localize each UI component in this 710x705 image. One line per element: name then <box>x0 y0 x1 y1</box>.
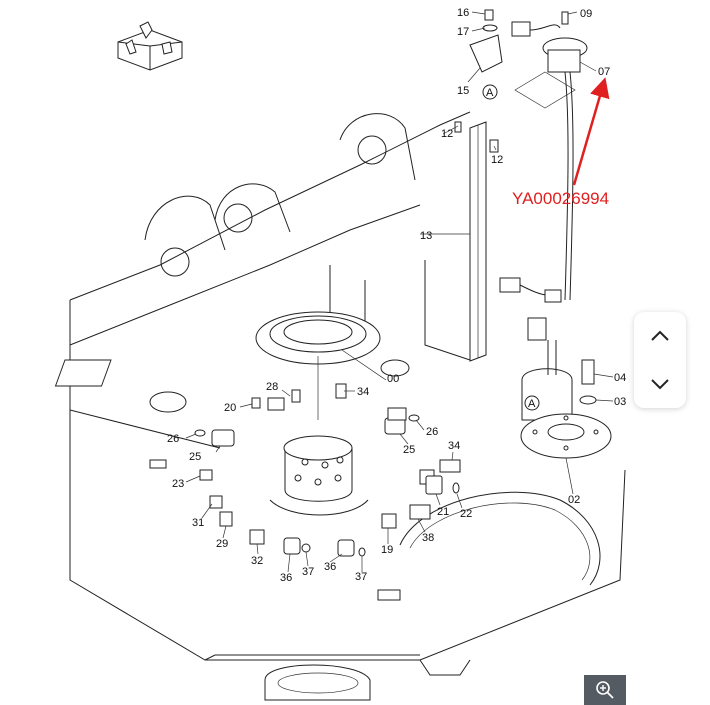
sensor-assembly <box>469 9 588 341</box>
label-07: 07 <box>598 66 610 78</box>
label-23: 23 <box>172 478 184 490</box>
marker-circle-a-top <box>482 84 498 100</box>
label-19: 19 <box>381 544 393 556</box>
label-16: 16 <box>457 7 469 19</box>
zoom-button[interactable] <box>584 675 626 705</box>
chevron-up-icon <box>651 330 669 341</box>
part-number-annotation: YA00026994 <box>512 189 609 208</box>
previous-button[interactable] <box>642 318 678 354</box>
label-34-right: 34 <box>448 440 460 452</box>
chevron-down-icon <box>651 379 669 390</box>
label-28: 28 <box>266 381 278 393</box>
label-17: 17 <box>457 26 469 38</box>
label-02: 02 <box>568 494 580 506</box>
label-00: 00 <box>387 373 399 385</box>
label-a-top: A <box>486 87 494 99</box>
label-34-top: 34 <box>357 386 369 398</box>
label-37-right: 37 <box>355 571 367 583</box>
label-22: 22 <box>460 508 472 520</box>
label-09: 09 <box>580 8 592 20</box>
label-36-right: 36 <box>324 561 336 573</box>
label-04: 04 <box>614 372 626 384</box>
annotation-arrow <box>572 77 610 186</box>
swivel-joint <box>255 311 381 516</box>
orientation-cube-icon <box>117 21 183 71</box>
label-15: 15 <box>457 85 469 97</box>
hydraulic-fittings <box>194 383 461 557</box>
label-29: 29 <box>216 538 228 550</box>
label-31: 31 <box>192 517 204 529</box>
zoom-in-icon <box>596 681 614 699</box>
label-a-bottom: A <box>528 398 536 410</box>
label-20: 20 <box>224 402 236 414</box>
marker-circle-a-bottom <box>524 395 540 411</box>
label-37-left: 37 <box>302 566 314 578</box>
label-12-left: 12 <box>441 128 453 140</box>
next-button[interactable] <box>642 366 678 402</box>
label-36-left: 36 <box>280 572 292 584</box>
label-32: 32 <box>251 555 263 567</box>
label-25-right: 25 <box>403 444 415 456</box>
label-03: 03 <box>614 396 626 408</box>
label-21: 21 <box>437 506 449 518</box>
image-nav-panel <box>634 312 686 408</box>
label-12-right: 12 <box>491 154 503 166</box>
label-13: 13 <box>420 230 432 242</box>
label-26-left: 26 <box>167 433 179 445</box>
label-25-left: 25 <box>189 451 201 463</box>
label-38: 38 <box>422 532 434 544</box>
label-26-right: 26 <box>426 426 438 438</box>
leader-lines <box>185 11 614 573</box>
